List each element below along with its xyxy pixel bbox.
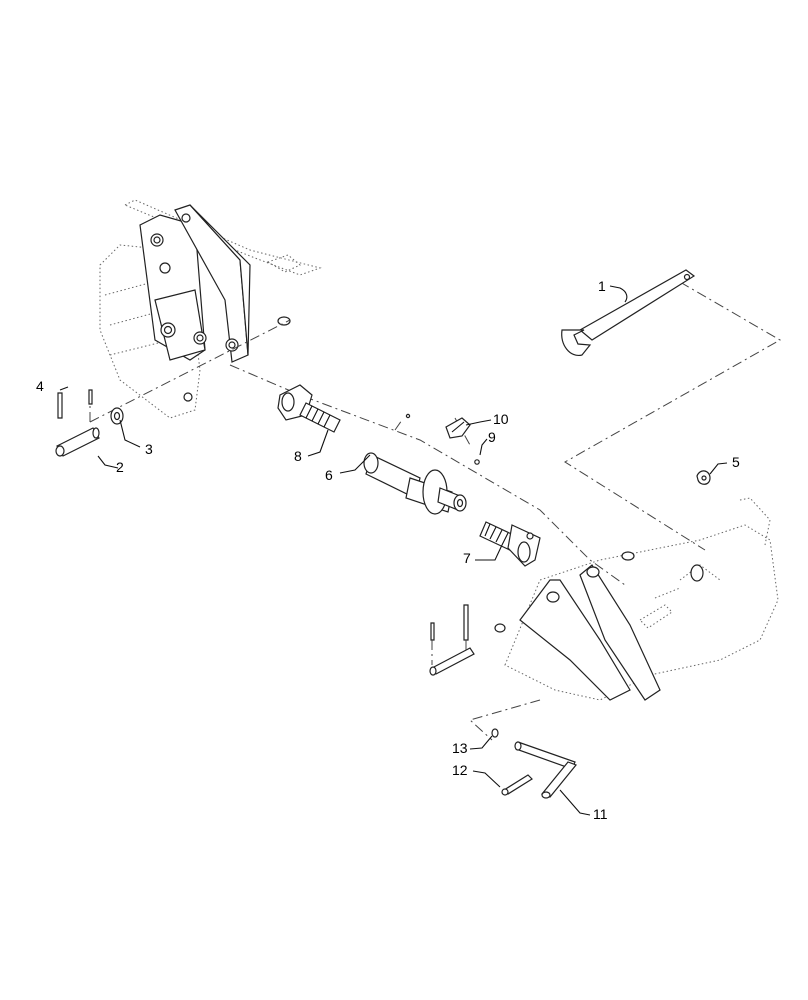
callout-7: 7 xyxy=(463,550,471,566)
right-mounting-bracket xyxy=(429,497,779,701)
left-mounting-bracket xyxy=(99,199,322,419)
part-1-wrench xyxy=(561,269,696,356)
callout-11: 11 xyxy=(593,806,608,822)
part-6-shaft xyxy=(363,452,467,515)
callout-3: 3 xyxy=(145,441,153,457)
callout-2: 2 xyxy=(116,459,124,475)
callout-5: 5 xyxy=(732,454,740,470)
callout-leader-lines xyxy=(59,285,728,816)
part-9-grease-fitting xyxy=(405,413,480,465)
part-13-ring xyxy=(491,728,499,738)
callout-6: 6 xyxy=(325,467,333,483)
callout-4: 4 xyxy=(36,378,44,394)
part-7-threaded-end xyxy=(479,521,541,567)
part-12-hairpin-clip xyxy=(501,774,533,796)
part-3-washer xyxy=(110,407,124,425)
part-11-handle xyxy=(514,741,577,799)
callout-9: 9 xyxy=(488,429,496,445)
callout-10: 10 xyxy=(493,411,509,427)
callout-8: 8 xyxy=(294,448,302,464)
part-5-clip xyxy=(696,470,711,485)
callouts: 1 2 3 4 5 6 7 8 9 10 11 12 13 xyxy=(36,278,740,822)
part-4-roll-pin xyxy=(57,389,93,419)
part-10-clamp xyxy=(445,417,471,439)
callout-1: 1 xyxy=(598,278,606,294)
callout-13: 13 xyxy=(452,740,468,756)
part-8-threaded-end xyxy=(277,384,341,433)
part-2-pin xyxy=(55,427,100,457)
callout-12: 12 xyxy=(452,762,468,778)
